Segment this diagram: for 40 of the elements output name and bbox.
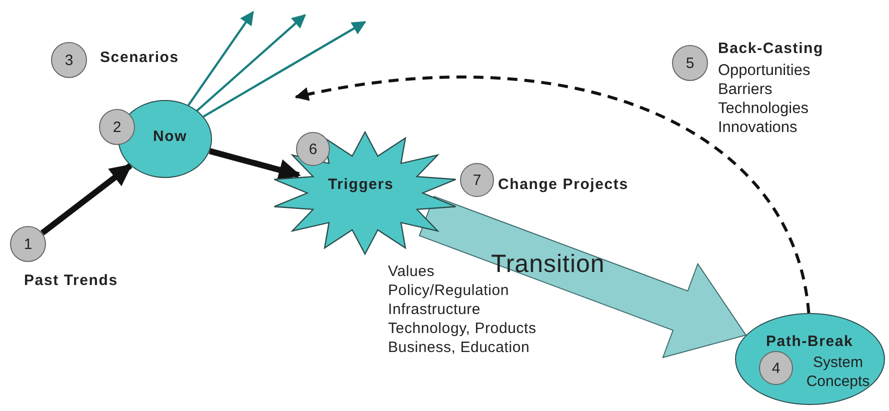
list-item: Barriers: [718, 81, 772, 99]
number-circle: [296, 132, 330, 166]
number-circle: [10, 226, 46, 262]
list-item: Technologies: [718, 100, 808, 118]
number-circle: [672, 45, 708, 81]
node-text: System Concepts: [805, 353, 871, 391]
number-label: 5: [686, 54, 694, 72]
arrow: [40, 163, 132, 236]
list-item: Innovations: [718, 119, 798, 137]
node-label: Triggers: [328, 176, 394, 193]
list-item: Infrastructure: [388, 301, 481, 318]
node-caption: Change Projects: [498, 176, 628, 193]
arrow: [202, 21, 366, 118]
number-label: 7: [472, 172, 482, 188]
number-circle: [51, 42, 87, 78]
arrow: [208, 148, 301, 181]
number-label: 2: [112, 118, 122, 136]
node-caption: Scenarios: [100, 49, 179, 66]
number-circle: [759, 351, 793, 385]
node-caption: Past Trends: [24, 272, 118, 289]
number-label: 6: [308, 140, 318, 158]
edge-label: Transition: [491, 250, 605, 279]
list-item: Technology, Products: [388, 320, 536, 337]
heading-text: Back-Casting: [718, 40, 824, 57]
number-label: 3: [64, 52, 74, 68]
list-item: Values: [388, 263, 435, 280]
list-item: Opportunities: [718, 62, 810, 80]
arrow: [196, 14, 306, 112]
list-item: Policy/Regulation: [388, 282, 509, 299]
number-circle: [99, 109, 135, 145]
number-label: 4: [772, 360, 780, 376]
arrow: [188, 10, 254, 106]
dashed-arrow: [294, 76, 810, 314]
number-circle: [460, 163, 494, 197]
number-label: 1: [24, 236, 32, 252]
starburst-node: [272, 132, 458, 254]
list-item: Business, Education: [388, 339, 530, 356]
node-heading: Path-Break: [766, 333, 854, 350]
node-label: Now: [153, 128, 188, 145]
block-arrow: [418, 196, 747, 358]
